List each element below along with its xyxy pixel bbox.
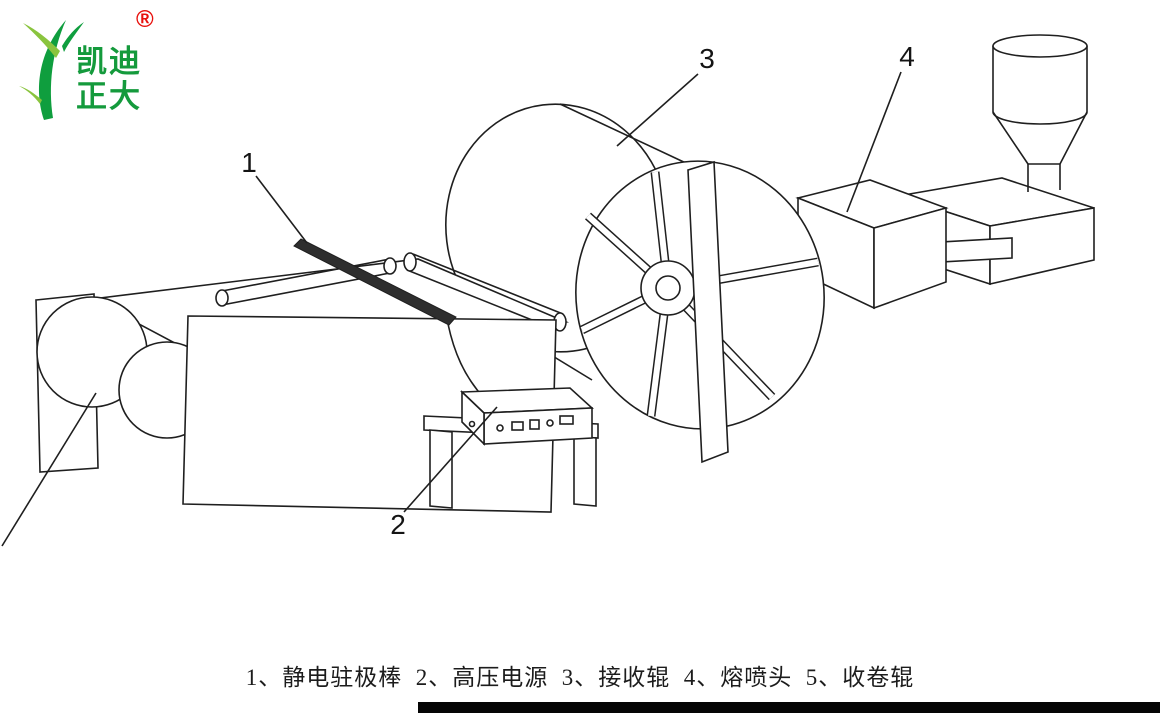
part-label-2: 2	[390, 509, 406, 540]
registered-mark: ®	[136, 6, 154, 33]
logo-text: 凯迪 正大	[76, 44, 142, 114]
logo-text-line1: 凯迪	[76, 44, 142, 79]
power-supply	[423, 387, 599, 509]
part-label-4: 4	[899, 41, 915, 72]
leader-lines	[1, 71, 902, 547]
logo-figure-icon	[19, 20, 84, 120]
brand-logo: 凯迪 正大 ®	[12, 6, 187, 128]
bottom-bar	[418, 702, 1160, 713]
logo-text-line2: 正大	[76, 79, 142, 114]
part-label-3: 3	[699, 43, 715, 74]
part-label-1: 1	[241, 147, 257, 178]
receiving-drum	[445, 103, 825, 464]
conveyor-and-winding-roller	[35, 252, 570, 513]
parts-caption: 1、静电驻极棒 2、高压电源 3、接收辊 4、熔喷头 5、收卷辊	[245, 665, 915, 690]
